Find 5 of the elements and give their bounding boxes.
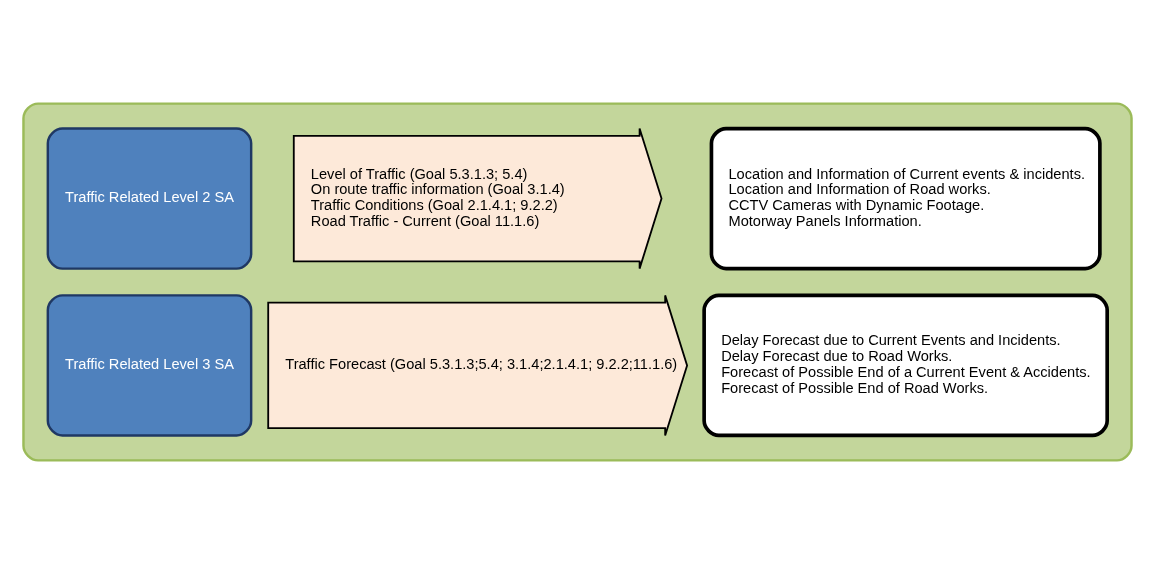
node-box: Traffic Related Level 2 SA <box>46 126 253 270</box>
node-box: Location and Information of Current events & incidents. Location and Information of Road works. CCTV Cameras with Dynamic Footage. Motorway Panels Information. <box>709 126 1102 270</box>
cluster <box>22 101 1133 462</box>
node-box: Delay Forecast due to Current Events and Incidents. Delay Forecast due to Road Works. Forecast of Possible End of a Current Event & Accidents. Forecast of Possible End of Road Works. <box>702 293 1109 437</box>
node-box: Traffic Related Level 3 SA <box>46 293 253 437</box>
